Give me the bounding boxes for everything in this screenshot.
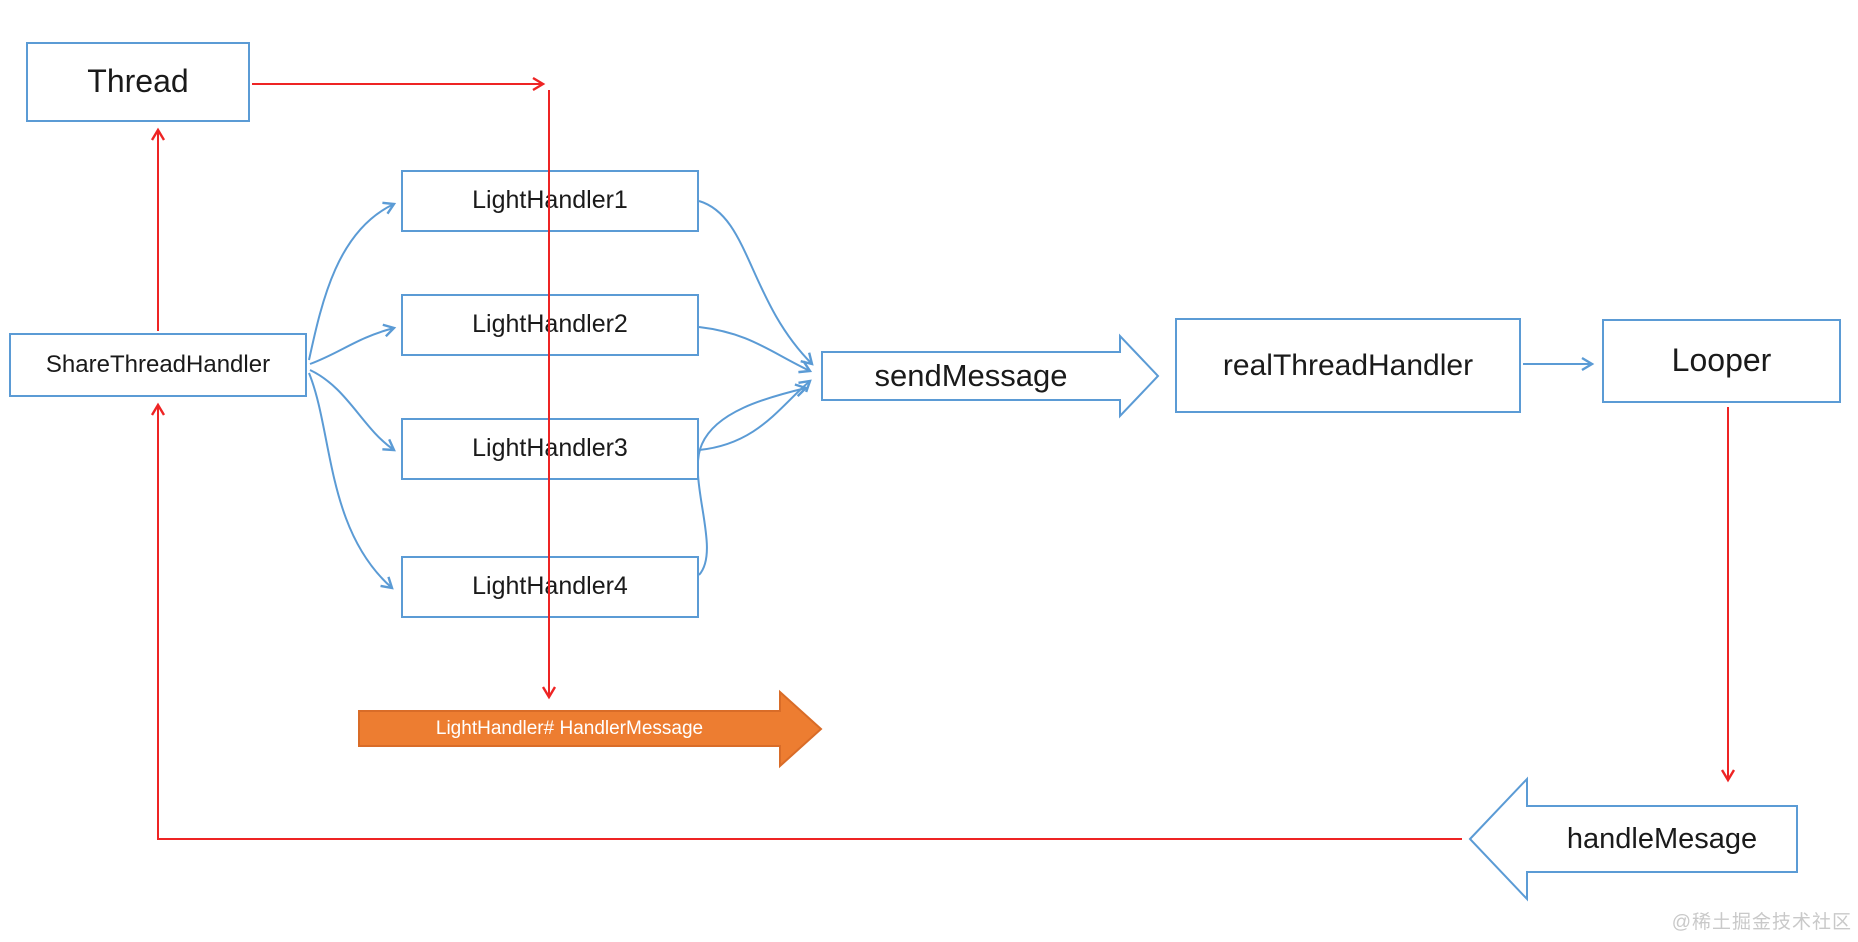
edge-lighthandler3-to-send xyxy=(698,379,812,451)
node-light-handler-2: LightHandler2 xyxy=(401,294,699,356)
node-light-handler-1-label: LightHandler1 xyxy=(472,186,628,215)
light-handler-message-label-box: LightHandler# HandlerMessage xyxy=(359,711,780,746)
node-light-handler-1: LightHandler1 xyxy=(401,170,699,232)
node-thread-label: Thread xyxy=(87,63,189,100)
watermark-text: @稀土掘金技术社区 xyxy=(1671,912,1852,933)
node-light-handler-2-label: LightHandler2 xyxy=(472,310,628,339)
node-real-thread-handler-label: realThreadHandler xyxy=(1222,349,1474,382)
edge-share-to-lighthandler3 xyxy=(309,369,396,452)
handle-message-label: handleMesage xyxy=(1566,822,1758,855)
light-handler-message-label: LightHandler# HandlerMessage xyxy=(435,717,704,739)
edge-lighthandler2-to-send xyxy=(698,326,813,374)
edge-handle-message-return-to-share xyxy=(150,402,1462,840)
edge-lighthandler4-to-send xyxy=(696,383,809,576)
send-message-label-box: sendMessage xyxy=(822,352,1120,400)
node-looper-label: Looper xyxy=(1671,342,1772,379)
edge-share-to-lighthandler4 xyxy=(308,372,394,590)
node-light-handler-3-label: LightHandler3 xyxy=(472,434,628,463)
node-light-handler-4-label: LightHandler4 xyxy=(472,572,628,601)
send-message-label: sendMessage xyxy=(874,358,1068,393)
node-share-thread-handler: ShareThreadHandler xyxy=(9,333,307,397)
node-light-handler-3: LightHandler3 xyxy=(401,418,699,480)
handle-message-label-box: handleMesage xyxy=(1527,806,1797,872)
watermark: @稀土掘金技术社区 xyxy=(1672,907,1852,934)
edge-share-to-lighthandler1 xyxy=(308,201,397,361)
edge-share-to-lighthandler2 xyxy=(309,323,397,365)
node-real-thread-handler: realThreadHandler xyxy=(1175,318,1521,413)
node-share-thread-handler-label: ShareThreadHandler xyxy=(45,350,271,378)
node-looper: Looper xyxy=(1602,319,1841,403)
node-thread: Thread xyxy=(26,42,250,122)
edge-lighthandler1-to-send xyxy=(698,200,814,366)
node-light-handler-4: LightHandler4 xyxy=(401,556,699,618)
